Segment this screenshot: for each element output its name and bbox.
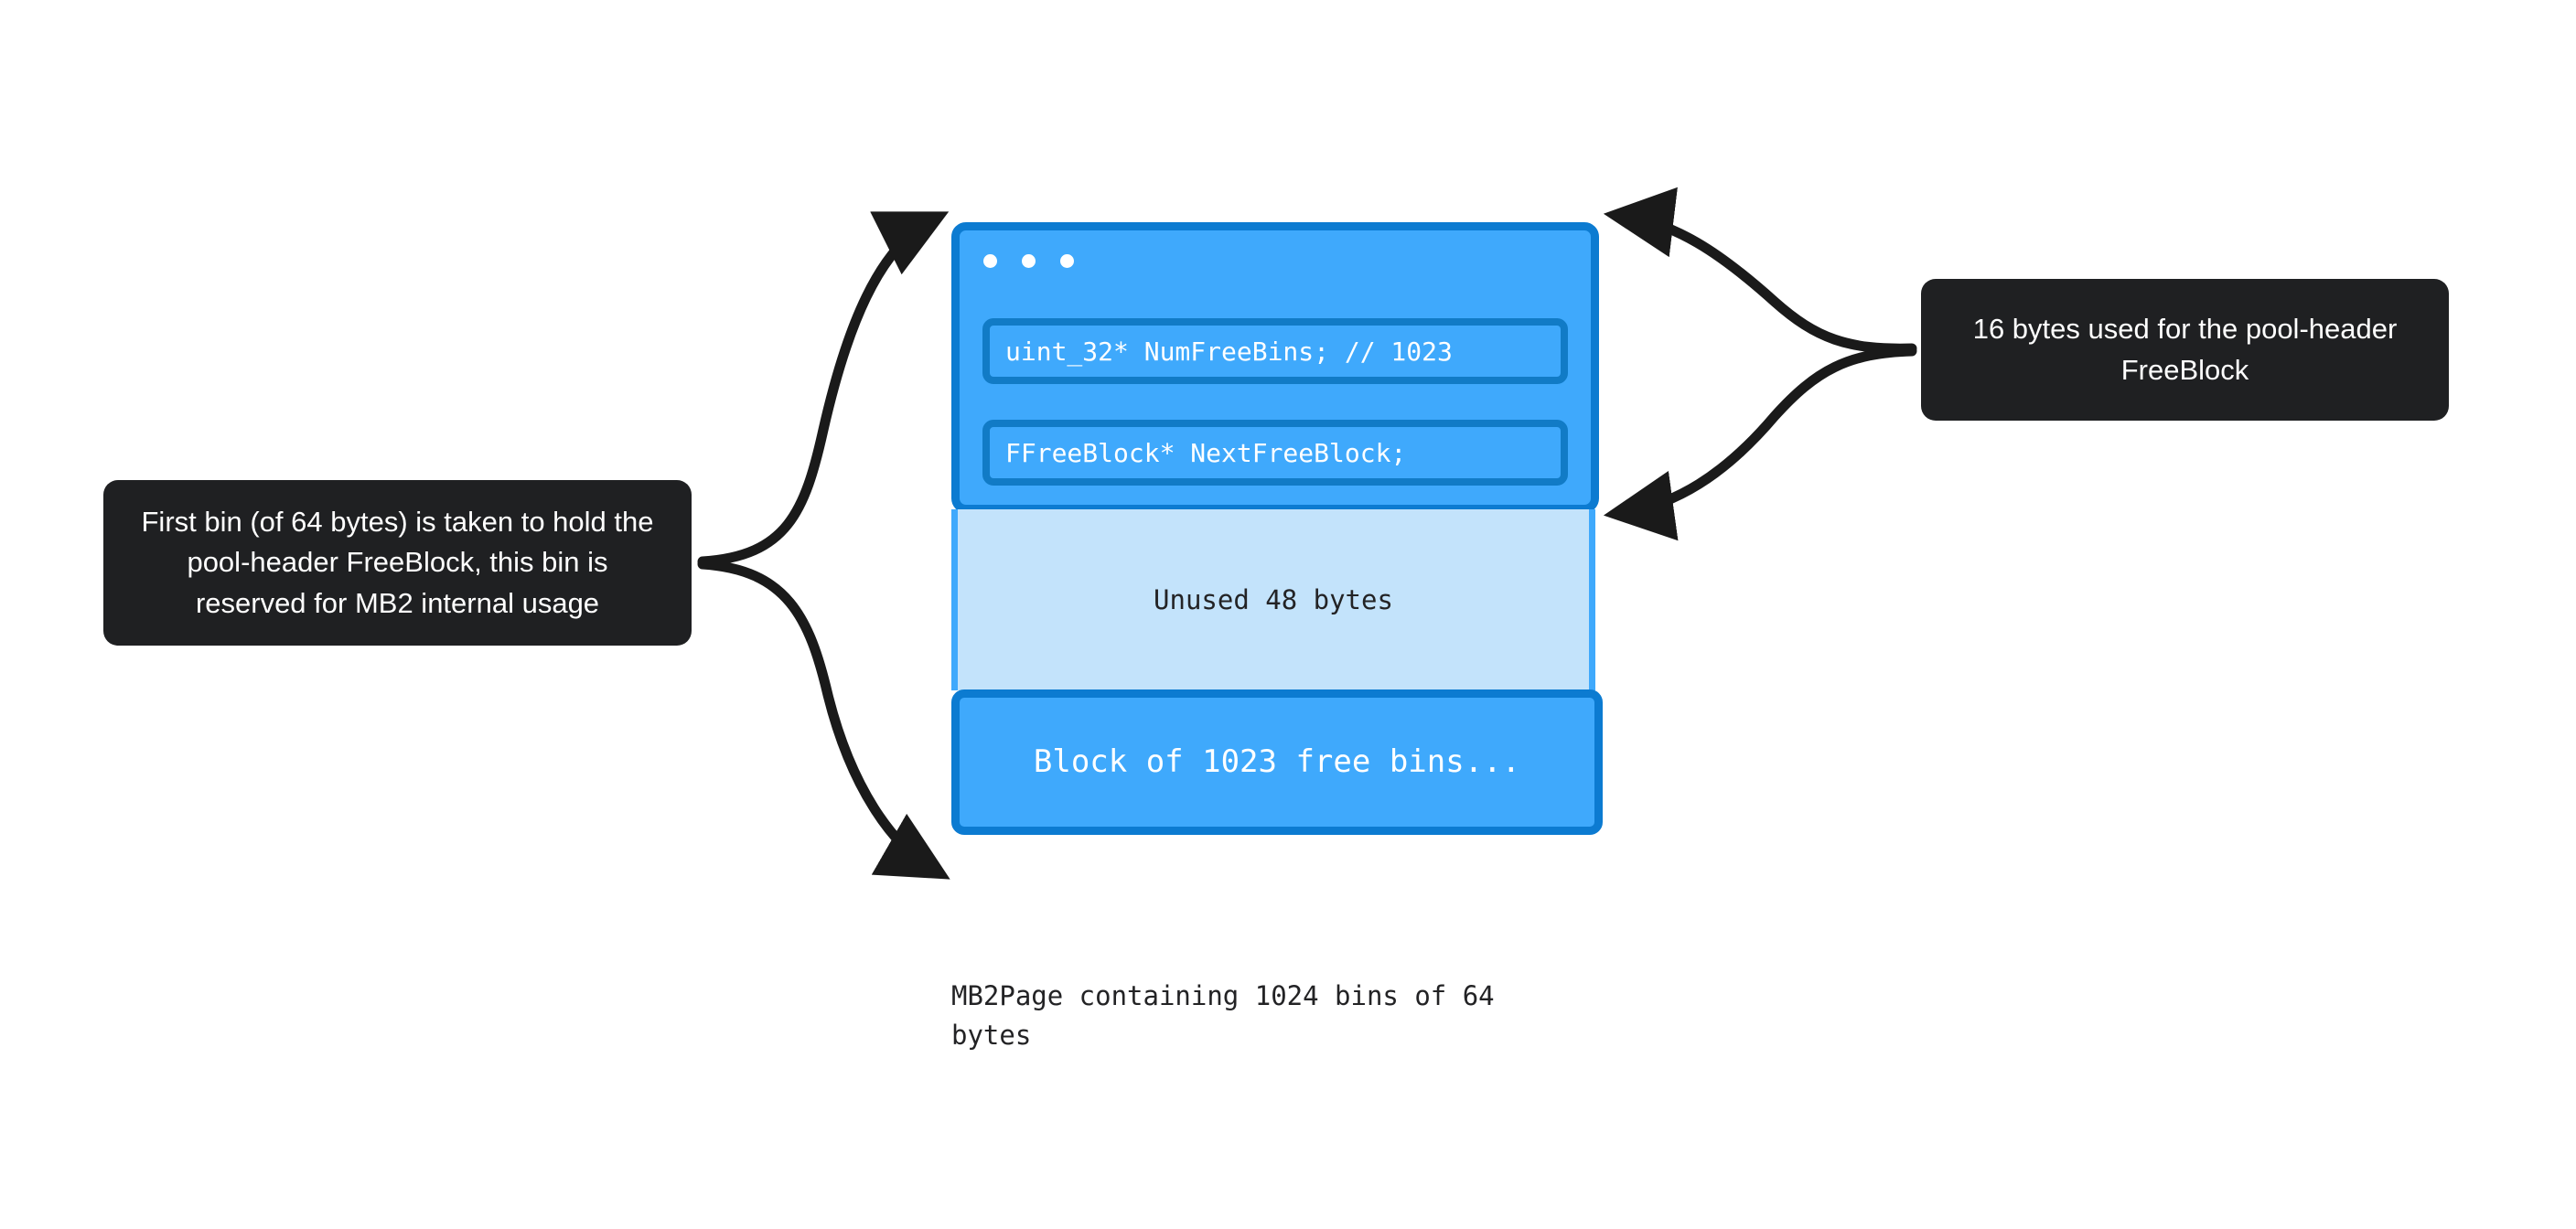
window-dot-icon (983, 254, 997, 268)
arrow-left-top (697, 211, 950, 567)
field-nextfreeblock-code: FFreeBlock* NextFreeBlock; (1005, 437, 1407, 468)
field-numfreebins-code: uint_32* NumFreeBins; // 1023 (1005, 336, 1453, 367)
page-caption-text: MB2Page containing 1024 bins of 64 bytes (951, 980, 1495, 1051)
unused-bytes-block: Unused 48 bytes (951, 509, 1595, 690)
annotation-left-text: First bin (of 64 bytes) is taken to hold… (141, 506, 654, 619)
field-nextfreeblock: FFreeBlock* NextFreeBlock; (982, 420, 1568, 486)
unused-bytes-label: Unused 48 bytes (1154, 584, 1393, 615)
page-caption: MB2Page containing 1024 bins of 64 bytes (951, 977, 1555, 1055)
window-dot-icon (1022, 254, 1036, 268)
left-connector-group (697, 211, 950, 880)
mb2page-card: uint_32* NumFreeBins; // 1023 FFreeBlock… (951, 222, 1603, 945)
pool-header-block: uint_32* NumFreeBins; // 1023 FFreeBlock… (951, 222, 1599, 513)
annotation-left: First bin (of 64 bytes) is taken to hold… (103, 480, 692, 646)
field-numfreebins: uint_32* NumFreeBins; // 1023 (982, 318, 1568, 384)
arrow-left-bottom (697, 559, 950, 880)
arrow-right-top (1603, 187, 1917, 354)
right-connector-group (1603, 187, 1917, 541)
annotation-right: 16 bytes used for the pool-header FreeBl… (1921, 279, 2449, 421)
arrow-right-bottom (1603, 346, 1917, 541)
free-bins-block: Block of 1023 free bins... (951, 689, 1603, 835)
free-bins-label: Block of 1023 free bins... (1033, 743, 1521, 780)
annotation-right-text: 16 bytes used for the pool-header FreeBl… (1972, 313, 2398, 386)
window-dot-icon (1060, 254, 1074, 268)
window-dots (983, 254, 1074, 268)
